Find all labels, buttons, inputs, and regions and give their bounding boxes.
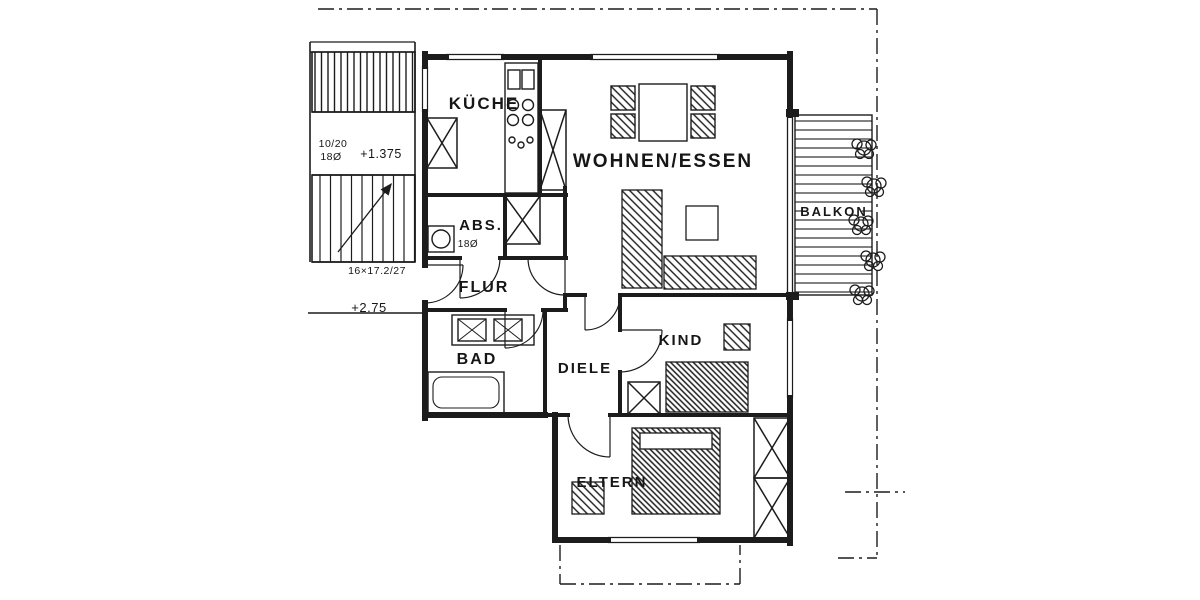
wardrobe-eltern [753, 477, 791, 539]
door-entrance [424, 264, 464, 304]
hob-knobs [508, 136, 534, 149]
window-kind-right [786, 318, 794, 398]
kitchen-counter [504, 62, 539, 194]
bed-kind [665, 361, 749, 413]
floor-drain-circle [431, 229, 451, 249]
shaft-box [504, 195, 541, 245]
balcony [786, 109, 887, 306]
annotation-abs-diameter: 18Ø [458, 239, 478, 250]
dresser-eltern [571, 481, 605, 515]
sofa-group [621, 189, 757, 290]
wardrobe-eltern [753, 417, 791, 479]
kitchen-sink [521, 69, 535, 90]
sofa [663, 255, 757, 290]
annotation-stair-diameter: 18Ø [320, 151, 341, 163]
windows [421, 53, 794, 544]
annotation-stair-run: 16×17.2/27 [348, 265, 406, 277]
door-flur-living [527, 257, 566, 296]
shaft-box [539, 109, 567, 191]
door-flur-bad [504, 309, 544, 349]
shaft-boxes [426, 109, 791, 539]
kind-furniture [665, 323, 751, 413]
stove-burners [506, 98, 535, 127]
stair-upper-flight [311, 51, 416, 113]
bed-pillows [639, 432, 713, 450]
room-label-kueche: KÜCHE [449, 94, 519, 113]
room-label-balkon: BALKON [800, 204, 868, 219]
dining-chair [610, 85, 636, 111]
closet-box-kind [627, 381, 661, 415]
door-diele-kind [619, 329, 663, 373]
room-label-wohnen-essen: WOHNEN/ESSEN [573, 151, 753, 172]
kitchen-fixtures [504, 62, 539, 194]
boundary-dashdot-lines [318, 8, 905, 585]
cabinet-kind [723, 323, 751, 351]
dining-table [638, 83, 688, 142]
shaft-box [426, 117, 458, 169]
window-eltern-bottom [608, 536, 700, 544]
annotation-level-lower: +2.75 [351, 300, 386, 315]
kitchen-sink [507, 69, 521, 90]
window-kitchen-top [446, 53, 504, 61]
abs-boiler [427, 225, 455, 253]
bathtub [427, 371, 505, 414]
room-label-diele: DIELE [558, 360, 612, 377]
annotation-level-upper: +1.375 [360, 147, 402, 161]
wash-basin [493, 318, 523, 342]
stair-direction-arrow [337, 183, 392, 253]
sofa [621, 189, 663, 289]
eltern-furniture [571, 427, 721, 515]
window-kitchen-left [421, 66, 429, 112]
room-label-bad: BAD [457, 351, 498, 368]
room-label-eltern: ELTERN [577, 474, 648, 491]
door-diele-eltern [567, 414, 611, 458]
wash-basin [457, 318, 487, 342]
annotation-stair-spec: 10/20 [319, 138, 348, 150]
staircase [308, 41, 425, 314]
room-label-flur: FLUR [459, 279, 510, 296]
dining-chair [690, 113, 716, 139]
exterior-walls [422, 51, 793, 546]
coffee-table [685, 205, 719, 241]
bath-fixtures [427, 314, 535, 414]
dining-chair [610, 113, 636, 139]
door-living-diele [584, 294, 621, 331]
dining-chair [690, 85, 716, 111]
room-label-kind: KIND [659, 332, 704, 349]
dining-set [610, 83, 716, 142]
vanity-counter [451, 314, 535, 346]
door-arcs [424, 257, 663, 458]
room-label-abs: ABS. [459, 217, 503, 234]
window-living-top [590, 53, 720, 61]
